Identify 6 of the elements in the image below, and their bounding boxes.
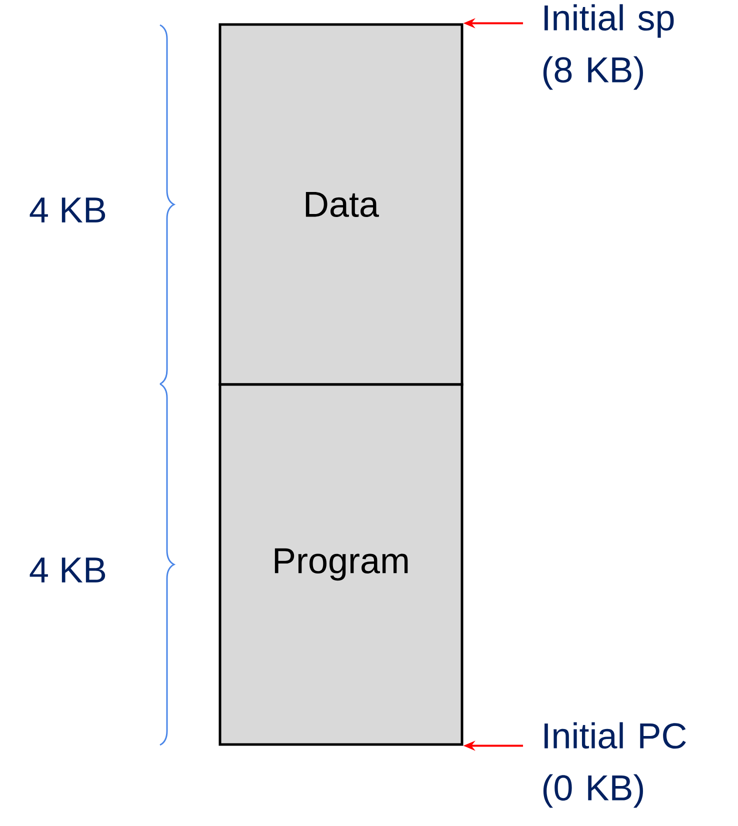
address-label: Initial PC (0 KB)	[543, 722, 686, 808]
size-label: 4 KB	[30, 558, 106, 582]
memory-segment: Data	[218, 23, 464, 386]
address-label: Initial sp (8 KB)	[543, 4, 674, 90]
size-label: 4 KB	[30, 198, 106, 222]
memory-segment: Program	[218, 383, 464, 746]
